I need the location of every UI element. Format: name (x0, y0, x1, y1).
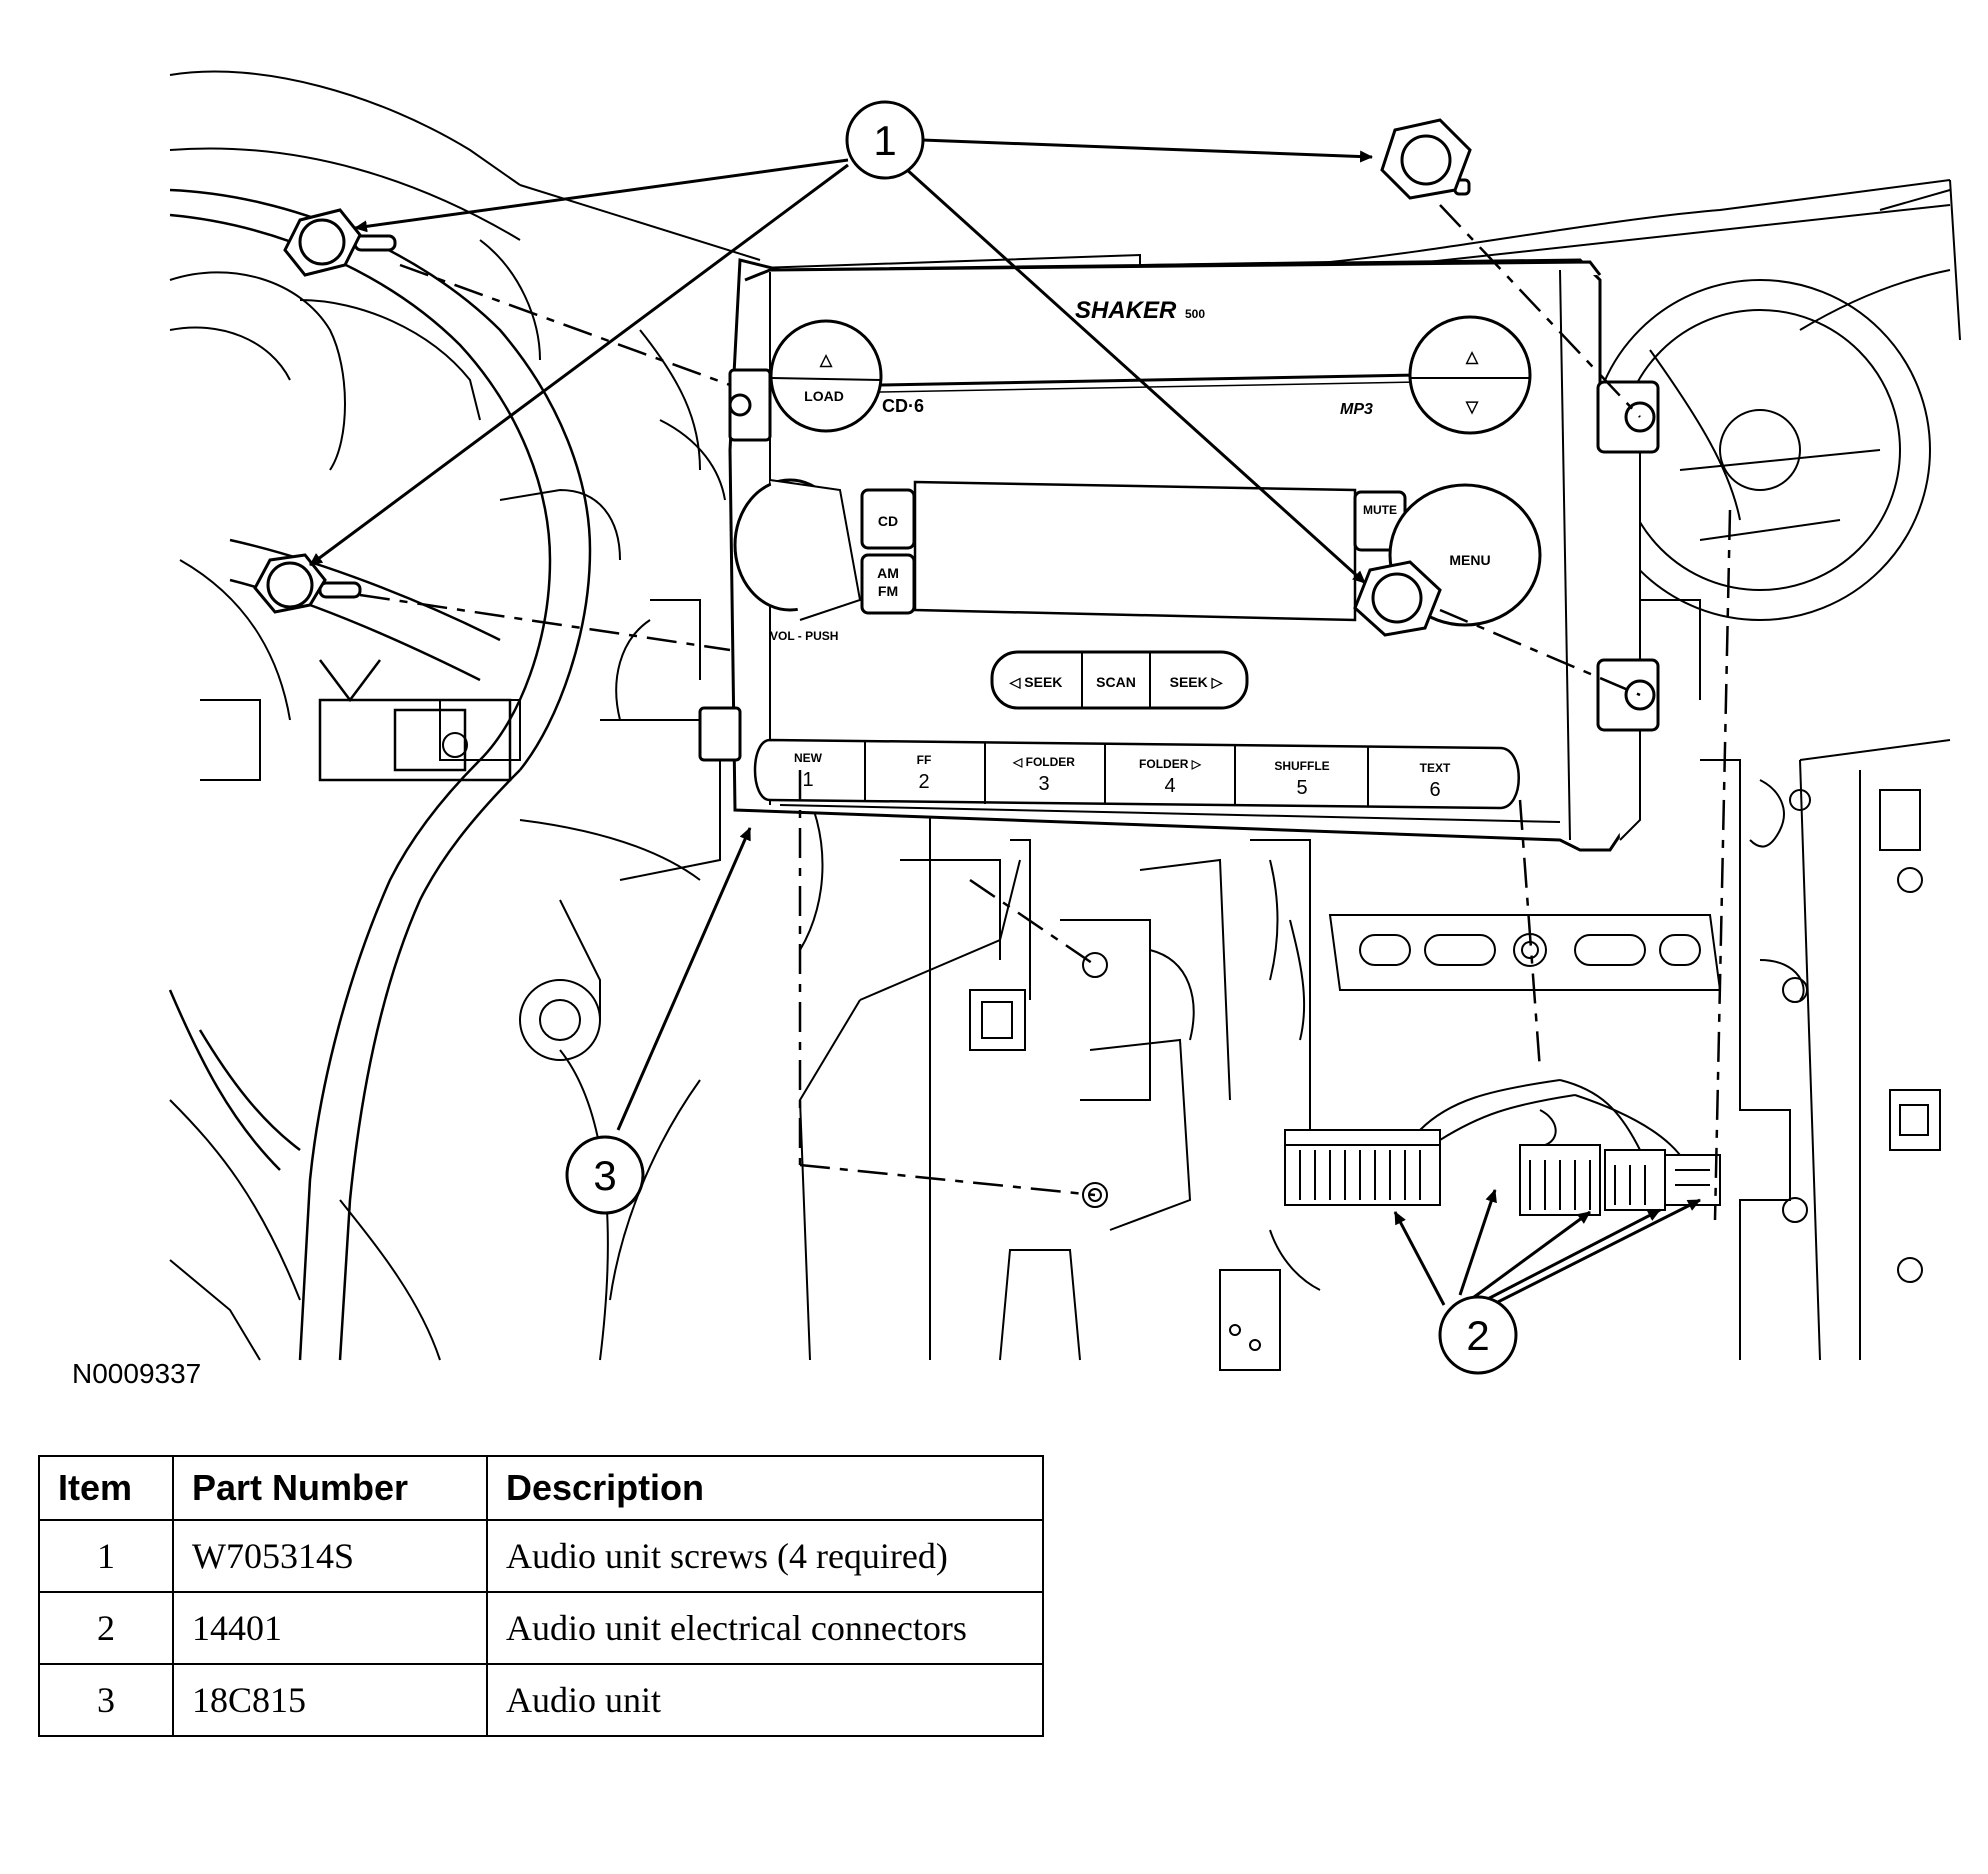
vol-push-label: VOL - PUSH (770, 629, 838, 643)
load-label: LOAD (804, 388, 844, 404)
screw-lower-left (253, 553, 362, 614)
cell-item: 2 (38, 1591, 174, 1665)
header-item: Item (38, 1455, 174, 1521)
table-header-row: Item Part Number Description (38, 1455, 1044, 1521)
svg-text:2: 2 (1466, 1312, 1489, 1359)
header-part-number: Part Number (172, 1455, 488, 1521)
load-eject-button (769, 319, 883, 433)
preset-1-num: 1 (802, 769, 813, 791)
fm-label: FM (878, 583, 898, 599)
seek-left-label: ◁ SEEK (1009, 674, 1063, 690)
preset-2-num: 2 (918, 771, 929, 793)
down-icon: ▽ (1465, 399, 1479, 416)
radio-brand: SHAKER (1075, 297, 1177, 324)
screw-upper-left (283, 208, 397, 277)
preset-6-num: 6 (1429, 779, 1440, 801)
eject-icon: △ (819, 352, 833, 369)
cd6-label: CD·6 (882, 396, 924, 416)
cd-label: CD (878, 513, 898, 529)
cell-description: Audio unit screws (4 required) (486, 1519, 1044, 1593)
alignment-dashed-lines (359, 204, 1732, 1221)
preset-5-label: SHUFFLE (1274, 759, 1329, 773)
seek-right-label: SEEK ▷ (1170, 674, 1224, 690)
audio-unit (698, 258, 1660, 852)
cell-item: 3 (38, 1663, 174, 1737)
cell-description: Audio unit (486, 1663, 1044, 1737)
scan-label: SCAN (1096, 674, 1136, 690)
electrical-connectors (1284, 1079, 1721, 1216)
up-icon: △ (1465, 349, 1479, 366)
figure-id: N0009337 (72, 1358, 202, 1389)
table-row: 3 18C815 Audio unit (38, 1663, 1044, 1737)
table-row: 1 W705314S Audio unit screws (4 required… (38, 1519, 1044, 1593)
cell-part-number: 14401 (172, 1591, 488, 1665)
callout-1: 1 (845, 100, 925, 180)
callout-3: 3 (565, 1135, 645, 1215)
screw-lower-right (1353, 560, 1442, 637)
tune-up-down-button (1408, 315, 1532, 435)
preset-5-num: 5 (1296, 777, 1307, 799)
svg-text:3: 3 (593, 1152, 616, 1199)
cell-part-number: W705314S (172, 1519, 488, 1593)
mute-label: MUTE (1363, 503, 1397, 517)
radio-brand-suffix: 500 (1185, 307, 1205, 321)
cell-item: 1 (38, 1519, 174, 1593)
screws (253, 118, 1472, 637)
steering-wheel (168, 188, 592, 1361)
preset-1-label: NEW (794, 751, 823, 765)
preset-2-label: FF (917, 753, 932, 767)
preset-4-label: FOLDER ▷ (1139, 757, 1202, 771)
menu-label: MENU (1449, 552, 1490, 568)
cell-description: Audio unit electrical connectors (486, 1591, 1044, 1665)
parts-table: Item Part Number Description 1 W705314S … (38, 1455, 1044, 1737)
header-description: Description (486, 1455, 1044, 1521)
mp3-label: MP3 (1340, 401, 1373, 418)
exploded-view-illustration: 1 2 3 SHAKER 500 LOAD △ △ ▽ CD·6 MP3 CD … (168, 70, 1961, 1375)
cell-part-number: 18C815 (172, 1663, 488, 1737)
am-fm-button (860, 553, 916, 615)
table-row: 2 14401 Audio unit electrical connectors (38, 1591, 1044, 1665)
screw-upper-right (1380, 118, 1472, 200)
am-label: AM (877, 565, 899, 581)
callout-2: 2 (1438, 1295, 1518, 1375)
cd-button (860, 488, 916, 550)
preset-3-label: ◁ FOLDER (1012, 755, 1075, 769)
svg-text:1: 1 (873, 117, 896, 164)
preset-3-num: 3 (1038, 773, 1049, 795)
preset-4-num: 4 (1164, 775, 1175, 797)
preset-6-label: TEXT (1420, 761, 1451, 775)
radio-labels: SHAKER 500 LOAD △ △ ▽ CD·6 MP3 CD AM FM … (770, 297, 1491, 801)
callout-leaders (309, 138, 1701, 1312)
